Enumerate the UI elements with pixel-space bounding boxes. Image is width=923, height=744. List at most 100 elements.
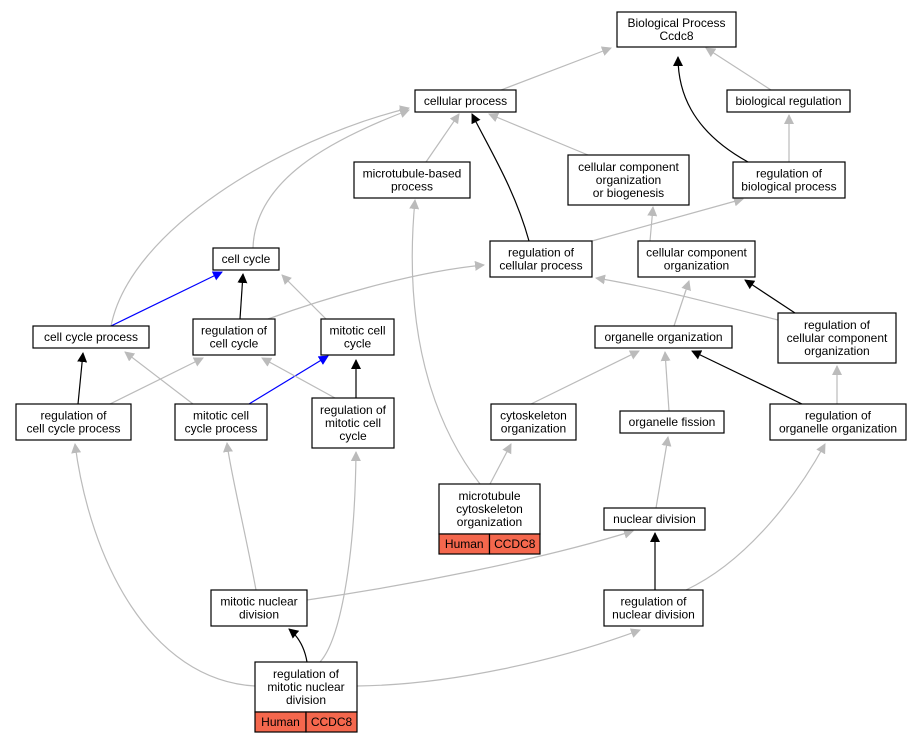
edge-mt_cytoskeleton_org-is_a-cytoskeleton_org bbox=[409, 199, 481, 485]
node-organelle-org[interactable]: organelle organization bbox=[594, 325, 733, 349]
node-label-line: cellular component bbox=[578, 160, 679, 174]
node-label-line: organelle organization bbox=[604, 330, 722, 344]
node-label-line: regulation of bbox=[620, 595, 687, 609]
node-label-line: mitotic nuclear bbox=[220, 595, 297, 609]
node-label-line: cell cycle bbox=[222, 252, 271, 266]
node-label-line: Biological Process bbox=[627, 16, 725, 30]
node-cell-cycle[interactable]: cell cycle bbox=[212, 247, 280, 271]
node-label-line: division bbox=[286, 693, 326, 707]
node-box bbox=[192, 318, 276, 356]
node-box bbox=[616, 11, 737, 48]
node-box bbox=[637, 240, 756, 278]
node-biological-regulation[interactable]: biological regulation bbox=[726, 89, 851, 113]
node-organelle-fission[interactable]: organelle fission bbox=[619, 410, 725, 434]
edge-reg_cell_cycle-is_a-reg_cellular_process bbox=[267, 260, 485, 320]
node-label-line: mitotic nuclear bbox=[267, 680, 344, 694]
edge-reg_nuclear_division-is_a-reg_organelle_org bbox=[685, 443, 826, 591]
edge-reg_cellular_process-is_a-reg_bio_process bbox=[591, 196, 744, 242]
node-label-line: organization bbox=[596, 173, 661, 187]
edge-mt_cytoskeleton_org-is_a-microtubule_based_process bbox=[489, 443, 512, 485]
node-label-line: regulation of bbox=[805, 409, 872, 423]
edge-reg_mitotic_nd-is_a-reg_ccp bbox=[71, 443, 256, 687]
node-label-line: microtubule-based bbox=[363, 167, 462, 181]
node-box bbox=[353, 161, 471, 199]
edge-reg_cell_cycle-regulates-cell_cycle bbox=[237, 273, 248, 320]
node-box bbox=[210, 589, 308, 627]
annotation-gene: CCDC8 bbox=[311, 715, 353, 729]
edge-mitotic_ccp-is_a-cell_cycle_process bbox=[124, 351, 194, 405]
node-box bbox=[777, 312, 897, 364]
node-label-line: cell cycle bbox=[210, 337, 259, 351]
node-label-line: regulation of bbox=[508, 246, 575, 260]
annotation-species: Human bbox=[445, 537, 484, 551]
node-nuclear-division[interactable]: nuclear division bbox=[603, 507, 706, 531]
node-label-line: cellular component bbox=[787, 331, 888, 345]
edge-reg_organelle_org-regulates-organelle_org bbox=[691, 350, 803, 405]
node-label-line: cellular process bbox=[499, 259, 582, 273]
edge-ccob-is_a-cellular_process bbox=[488, 112, 589, 156]
node-label-line: regulation of bbox=[40, 409, 107, 423]
node-box bbox=[490, 403, 577, 441]
annotation-gene: CCDC8 bbox=[494, 537, 536, 551]
edge-layer bbox=[71, 46, 842, 687]
annotation-row: Human CCDC8 bbox=[254, 711, 358, 733]
edge-reg_cellular_process-regulates-cellular_process bbox=[471, 113, 530, 242]
node-label-line: cycle process bbox=[185, 422, 258, 436]
edge-cell_cycle_process-part_of-cell_cycle bbox=[110, 271, 223, 327]
node-label-line: regulation of bbox=[756, 167, 823, 181]
node-label-line: cell cycle process bbox=[26, 422, 120, 436]
node-label-line: biological process bbox=[741, 180, 836, 194]
edge-reg_mitotic_nd-is_a-reg_mitotic_cc bbox=[319, 451, 361, 663]
node-box bbox=[212, 247, 280, 271]
node-box bbox=[174, 403, 268, 441]
node-label-line: cytoskeleton bbox=[456, 502, 523, 516]
node-box bbox=[619, 410, 725, 434]
node-cell-cycle-process[interactable]: cell cycle process bbox=[32, 325, 150, 349]
node-box bbox=[603, 589, 704, 627]
node-box bbox=[311, 397, 395, 449]
edge-reg_cco-regulates-cco bbox=[744, 279, 796, 314]
node-box bbox=[603, 507, 706, 531]
node-label-line: mitotic cell bbox=[193, 409, 249, 423]
edge-reg_mitotic_nd-is_a-reg_nuclear_division bbox=[356, 628, 641, 687]
node-box bbox=[32, 325, 150, 349]
node-label-line: regulation of bbox=[273, 667, 340, 681]
annotation-species: Human bbox=[261, 715, 300, 729]
node-label-line: mitotic cell bbox=[325, 416, 381, 430]
edge-mitotic_nuclear_division-is_a-nuclear_division bbox=[306, 528, 634, 601]
edge-nuclear_division-is_a-organelle_fission bbox=[655, 436, 672, 509]
node-cellular-process[interactable]: cellular process bbox=[414, 89, 517, 113]
node-label-line: microtubule bbox=[458, 489, 520, 503]
node-label-line: organization bbox=[664, 259, 729, 273]
edge-reg_ccp-is_a-reg_cell_cycle bbox=[109, 357, 204, 405]
node-box bbox=[254, 661, 358, 713]
node-label-line: cellular process bbox=[424, 94, 507, 108]
edge-biological_regulation-is_a-bp bbox=[705, 47, 772, 91]
edge-cellular_process-is_a-bp bbox=[500, 46, 612, 91]
node-label-line: cycle bbox=[339, 429, 367, 443]
node-label-line: or biogenesis bbox=[593, 186, 664, 200]
node-label-line: nuclear division bbox=[613, 512, 696, 526]
edge-cell_cycle_process-is_a-cellular_process bbox=[110, 105, 410, 327]
node-box bbox=[414, 89, 517, 113]
node-label-line: organelle organization bbox=[779, 422, 897, 436]
